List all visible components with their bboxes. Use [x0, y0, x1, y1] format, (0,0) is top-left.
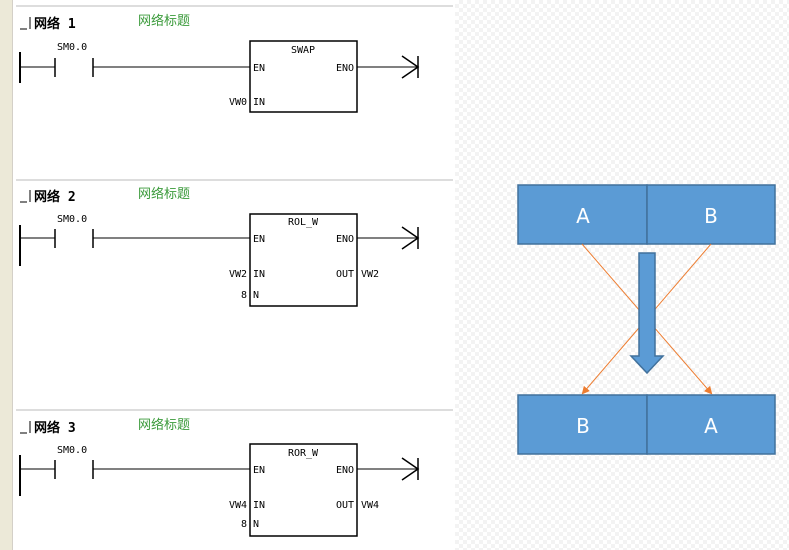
box-name: ROL_W [288, 217, 319, 228]
pin-eno: ENO [336, 63, 354, 74]
network-collapse-icon[interactable] [20, 17, 31, 30]
pin-en: EN [253, 63, 265, 74]
pin-in: IN [253, 269, 265, 280]
output-arrow-icon [401, 226, 420, 250]
pin-eno: ENO [336, 465, 354, 476]
after-cell-a [646, 394, 776, 455]
in-variable[interactable]: VW4 [229, 500, 247, 511]
pin-eno: ENO [336, 234, 354, 245]
network-label: 网络 2 [34, 189, 76, 205]
swap-illustration: A B B A [455, 0, 789, 550]
down-arrow-icon [629, 252, 665, 375]
network-label: 网络 3 [34, 420, 76, 436]
contact-address: SM0.0 [57, 445, 87, 456]
network-collapse-icon[interactable] [20, 190, 31, 203]
contact-address: SM0.0 [57, 42, 87, 53]
n-variable[interactable]: 8 [241, 519, 247, 530]
network-label: 网络 1 [34, 16, 76, 32]
network-title[interactable]: 网络标题 [138, 13, 190, 29]
before-cell-b-label: B [704, 204, 718, 228]
contact-sm0-0[interactable] [54, 58, 94, 77]
after-cell-a-label: A [704, 414, 718, 438]
ladder-canvas: 网络 1 网络标题 SM0.0 SWAP EN ENO IN VW0 [16, 5, 453, 537]
pin-n: N [253, 290, 259, 301]
network-2[interactable]: 网络 2 网络标题 SM0.0 ROL_W EN ENO IN VW2 N 8 … [16, 179, 453, 307]
contact-address: SM0.0 [57, 214, 87, 225]
contact-sm0-0[interactable] [54, 460, 94, 479]
swap-box[interactable] [249, 40, 358, 113]
n-variable[interactable]: 8 [241, 290, 247, 301]
pin-en: EN [253, 465, 265, 476]
after-cell-b [517, 394, 648, 455]
before-cell-b [646, 184, 776, 245]
out-variable[interactable]: VW4 [361, 500, 379, 511]
before-cell-a-label: A [576, 204, 590, 228]
in-variable[interactable]: VW2 [229, 269, 247, 280]
pin-in: IN [253, 97, 265, 108]
ladder-editor: 网络 1 网络标题 SM0.0 SWAP EN ENO IN VW0 [0, 0, 455, 550]
editor-gutter [0, 0, 13, 550]
output-arrow-icon [401, 55, 420, 79]
after-cell-b-label: B [576, 414, 590, 438]
rol-w-box[interactable] [249, 213, 358, 307]
out-variable[interactable]: VW2 [361, 269, 379, 280]
network-3[interactable]: 网络 3 网络标题 SM0.0 ROR_W EN ENO IN VW4 N 8 … [16, 409, 453, 537]
network-1[interactable]: 网络 1 网络标题 SM0.0 SWAP EN ENO IN VW0 [16, 5, 453, 113]
network-title[interactable]: 网络标题 [138, 417, 190, 433]
output-arrow-icon [401, 457, 420, 481]
pin-en: EN [253, 234, 265, 245]
network-collapse-icon[interactable] [20, 421, 31, 434]
network-title[interactable]: 网络标题 [138, 186, 190, 202]
ror-w-box[interactable] [249, 443, 358, 537]
pin-out: OUT [336, 500, 354, 511]
swap-diagram-canvas: A B B A [517, 184, 776, 455]
pin-in: IN [253, 500, 265, 511]
pin-n: N [253, 519, 259, 530]
box-name: SWAP [291, 45, 315, 56]
in-variable[interactable]: VW0 [229, 97, 247, 108]
pin-out: OUT [336, 269, 354, 280]
box-name: ROR_W [288, 448, 319, 459]
contact-sm0-0[interactable] [54, 229, 94, 248]
